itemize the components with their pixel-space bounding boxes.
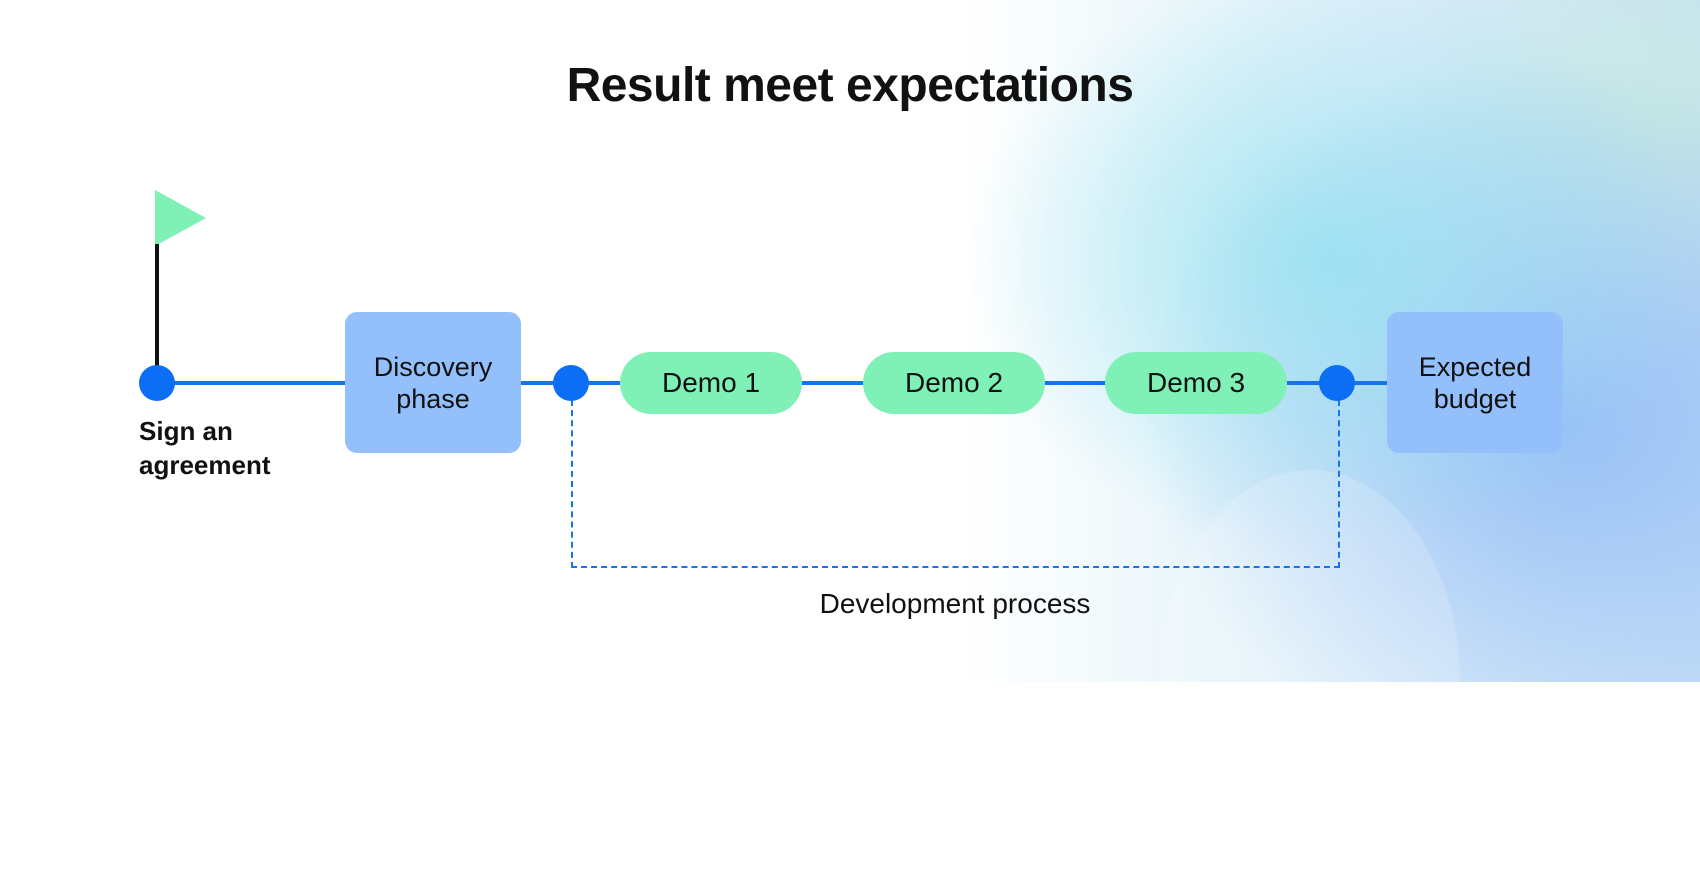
flag-pole — [155, 244, 159, 384]
development-bracket — [571, 400, 1340, 568]
timeline-line-4 — [1042, 381, 1107, 385]
dev-end-dot — [1319, 365, 1355, 401]
development-process-label: Development process — [819, 588, 1091, 619]
start-dot — [139, 365, 175, 401]
dev-start-dot — [553, 365, 589, 401]
demo-2-pill: Demo 2 — [863, 352, 1045, 414]
diagram-title: Result meet expectations — [566, 59, 1134, 112]
demo-1-pill: Demo 1 — [620, 352, 802, 414]
expected-budget-box: Expected budget — [1387, 312, 1563, 453]
flag-icon — [155, 190, 206, 246]
demo-3-pill: Demo 3 — [1105, 352, 1287, 414]
discovery-phase-box: Discovery phase — [345, 312, 521, 453]
budget-line2: budget — [1433, 383, 1517, 414]
sign-label-line1: Sign an — [139, 416, 233, 446]
sign-agreement-label: Sign an agreement — [139, 414, 271, 482]
timeline-line-1 — [157, 381, 345, 385]
sign-label-line2: agreement — [139, 450, 271, 480]
budget-line1: Expected — [1418, 351, 1532, 382]
discovery-line1: Discovery — [373, 351, 493, 382]
timeline-line-3 — [800, 381, 865, 385]
discovery-line2: phase — [396, 383, 470, 414]
